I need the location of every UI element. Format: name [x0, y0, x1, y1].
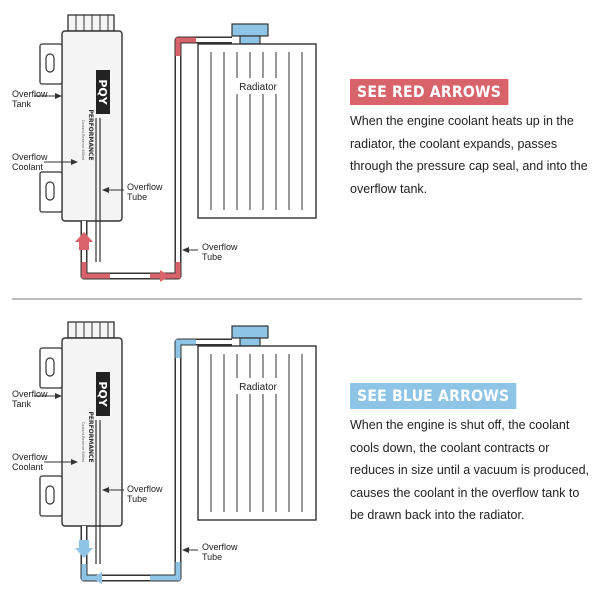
- section-divider: [12, 298, 582, 300]
- flow-arrow-left: [92, 572, 102, 584]
- flow-arrow-top: [175, 339, 196, 358]
- flow-arrow-down: [75, 540, 93, 558]
- tank-cap: [67, 321, 115, 339]
- brand-logo-plate: [96, 372, 110, 416]
- brand-logo: PQY: [96, 79, 109, 105]
- flow-arrow-up: [75, 232, 93, 250]
- tank-fine-print: Coolant Reserve 800ml: [81, 422, 85, 463]
- see-blue-arrows-heading: SEE BLUE ARROWS: [350, 383, 517, 409]
- flow-arrow-top: [175, 37, 196, 56]
- diagram-panel-blue: PQY PERFORMANCE Coolant Reserve 800ml: [0, 300, 600, 600]
- brand-subtitle: PERFORMANCE: [87, 109, 94, 160]
- brand-logo-plate: [96, 70, 110, 114]
- radiator-label: Radiator: [239, 82, 277, 93]
- brand-subtitle: PERFORMANCE: [87, 411, 94, 462]
- flow-arrow-corner-right: [150, 562, 181, 581]
- radiator-cap: [231, 325, 269, 339]
- tank-fine-print: Coolant Reserve 800ml: [81, 120, 85, 161]
- flow-arrow-corner-left: [81, 262, 110, 279]
- overflow-diagram-blue: PQY PERFORMANCE Coolant Reserve 800ml: [34, 321, 317, 584]
- blue-arrows-description: When the engine is shut off, the coolant…: [350, 418, 590, 522]
- see-red-arrows-heading: SEE RED ARROWS: [350, 79, 509, 105]
- radiator-cap: [231, 23, 269, 37]
- flow-arrow-corner-right: [150, 262, 181, 279]
- radiator: [197, 345, 317, 521]
- brand-logo: PQY: [96, 381, 109, 407]
- tank-cap: [67, 14, 115, 32]
- radiator: [197, 43, 317, 219]
- radiator-label: Radiator: [239, 382, 277, 393]
- diagram-panel-red: PQY PERFORMANCE Coolant Reserve 800ml: [12, 14, 588, 282]
- overflow-diagram-red: PQY PERFORMANCE Coolant Reserve 800ml: [34, 14, 317, 282]
- red-arrows-description: When the engine coolant heats up in the …: [350, 114, 588, 196]
